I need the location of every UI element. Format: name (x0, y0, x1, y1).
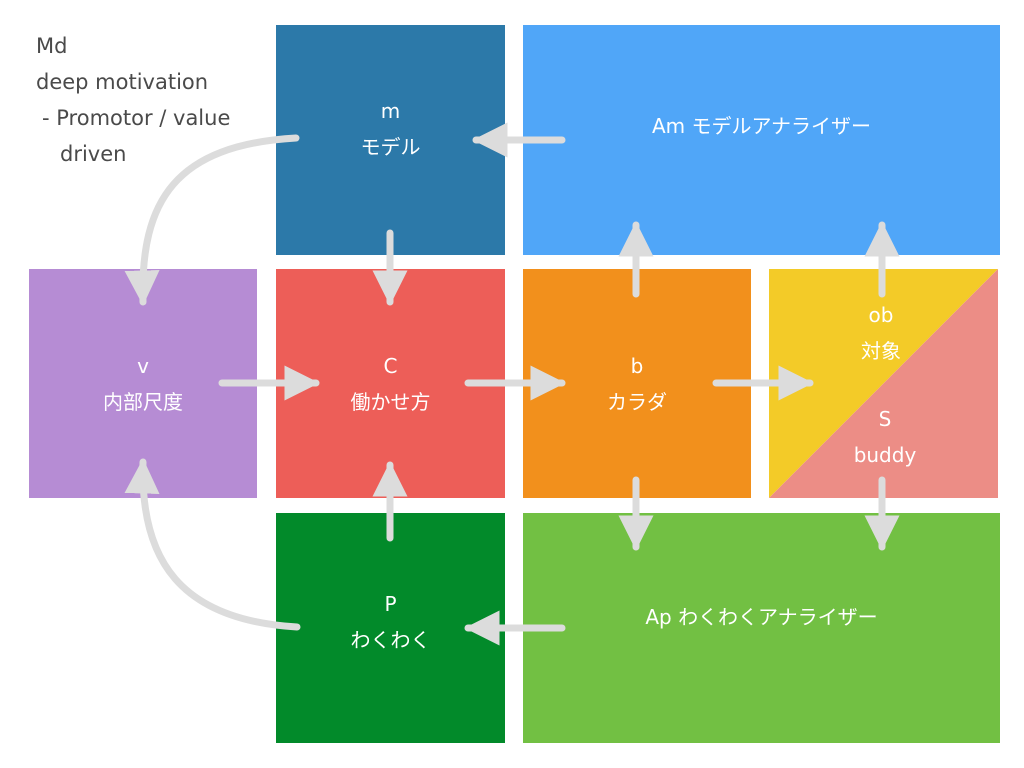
excitement-code: P (384, 592, 397, 616)
model-box: m モデル (276, 25, 505, 255)
excitement-analyzer-box: Ap わくわくアナライザー (523, 513, 1000, 743)
model-code: m (380, 99, 401, 123)
model-analyzer-label: Am モデルアナライザー (651, 114, 872, 138)
excitement-analyzer-label: Ap わくわくアナライザー (645, 605, 878, 629)
internal-scale-code: v (137, 353, 149, 378)
note-line-4: driven (60, 142, 127, 166)
object-buddy-split (769, 269, 998, 498)
working-method-code: C (383, 353, 398, 378)
buddy-code: S (878, 407, 892, 431)
object-buddy-box: ob 対象 S buddy (769, 269, 998, 498)
body-label: カラダ (607, 389, 667, 414)
internal-scale-box: v 内部尺度 (29, 269, 257, 498)
object-code: ob (868, 303, 894, 327)
body-code: b (630, 353, 644, 378)
excitement-box: P わくわく (276, 513, 505, 743)
note-line-2: deep motivation (36, 70, 209, 94)
buddy-label: buddy (853, 443, 917, 467)
excitement-label: わくわく (350, 628, 431, 652)
model-label: モデル (360, 135, 421, 159)
buddy-text: S buddy (825, 401, 945, 473)
working-method-label: 働かせ方 (350, 389, 431, 414)
note-line-1: Md (36, 34, 68, 58)
working-method-box: C 働かせ方 (276, 269, 505, 498)
model-analyzer-box: Am モデルアナライザー (523, 25, 1000, 255)
motivation-note: Md deep motivation - Promotor / value dr… (36, 28, 230, 172)
body-box: b カラダ (523, 269, 751, 498)
object-text: ob 対象 (821, 297, 941, 369)
buddy-triangle (769, 269, 998, 498)
note-line-3: - Promotor / value (42, 106, 231, 130)
object-label: 対象 (861, 339, 901, 363)
internal-scale-label: 内部尺度 (103, 389, 183, 414)
